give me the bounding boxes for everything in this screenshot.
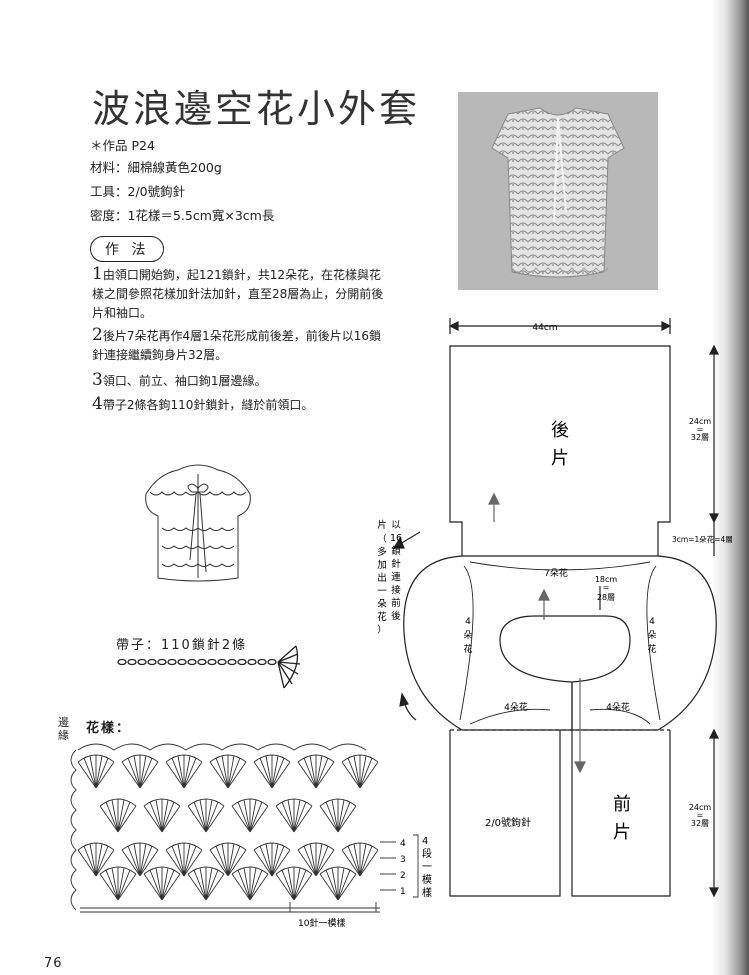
step-4: 4帶子2條各鉤110針鎖針，縫於前領口。 <box>92 395 392 415</box>
front-height-3: 32層 <box>691 819 709 828</box>
step-2: 2後片7朵花再作4層1朵花形成前後差，前後片以16鎖針連接繼續鉤身片32層。 <box>92 326 392 365</box>
sleeve-left-3: 花 <box>463 643 472 655</box>
svg-text:以: 以 <box>391 520 401 531</box>
rows-label-3: 一 <box>422 862 432 873</box>
svg-text:）: ） <box>377 624 387 636</box>
gauge-line: 密度：1花樣＝5.5cm寬×3cm長 <box>90 208 275 223</box>
side-note-column-b: （ 多 加 出 一 朵 花 ） <box>377 533 387 636</box>
sleeve-right-3: 花 <box>647 643 656 655</box>
front-label-1: 前 <box>613 794 631 815</box>
repeat-label: 10針一模樣 <box>298 917 345 929</box>
svg-text:連: 連 <box>391 571 401 583</box>
row-number-1: 1 <box>400 887 406 897</box>
rows-label-4: 模 <box>422 874 432 886</box>
cardigan-sketch <box>145 464 251 582</box>
row-number-3: 3 <box>400 855 406 865</box>
motif-label: 花樣： <box>86 721 132 736</box>
page-number: 76 <box>44 956 63 971</box>
svg-text:朵: 朵 <box>377 599 387 610</box>
sleeve-right-1: 4 <box>649 617 655 627</box>
chart-fans-row-4 <box>77 754 379 789</box>
strap-label: 帶子：110鎖針2條 <box>116 638 248 653</box>
front-height-2: = <box>697 811 704 820</box>
yoke-depth-2: = <box>603 583 610 592</box>
rows-label-2: 段 <box>422 847 432 860</box>
back-height-2: = <box>697 425 704 434</box>
product-photo <box>458 92 658 290</box>
hook-label: 2/0號鉤針 <box>485 816 531 829</box>
garment-schematic: 44cm 後 片 前 片 2/0號鉤針 24cm = 32層 24cm = 32… <box>377 318 733 898</box>
svg-text:（: （ <box>377 533 387 545</box>
yoke-depth-3: 28層 <box>597 593 615 602</box>
step-number: 1 <box>92 264 103 284</box>
step-number: 4 <box>92 394 103 414</box>
row-number-4: 4 <box>400 839 406 849</box>
back-label-2: 片 <box>551 448 569 469</box>
step-number: 3 <box>92 370 103 390</box>
front-height-1: 24cm <box>689 803 712 812</box>
row-number-2: 2 <box>400 871 406 881</box>
yoke-right-outline <box>572 555 717 731</box>
sleeve-left-2: 朵 <box>463 630 472 641</box>
front-body-left-outline <box>449 730 561 897</box>
yoke-center-label: 7朵花 <box>544 567 568 579</box>
work-reference: ＊作品 P24 <box>90 138 155 153</box>
step-1: 1由領口開始鉤，起121鎖針，共12朵花，在花樣與花樣之間參照花樣加針法加針，直… <box>92 265 392 323</box>
step-text: 領口、前立、袖口鉤1層邊緣。 <box>102 374 267 388</box>
svg-text:鎖: 鎖 <box>391 545 401 557</box>
chart-fans-row-3 <box>99 798 357 833</box>
sleeve-left-1: 4 <box>465 617 471 627</box>
back-label-1: 後 <box>551 420 569 441</box>
front-label-2: 片 <box>613 822 631 843</box>
svg-text:接: 接 <box>391 584 401 596</box>
svg-text:16: 16 <box>390 533 402 544</box>
cardigan-photo-image <box>458 92 658 290</box>
yoke-left-outline <box>403 555 631 731</box>
material-line: 材料：細棉線黃色200g <box>90 160 222 175</box>
front-left-flowers: 4朵花 <box>504 701 528 713</box>
row-arrows <box>289 834 419 913</box>
step-3: 3領口、前立、袖口鉤1層邊緣。 <box>92 371 392 391</box>
rows-label-1: 4 <box>422 836 428 847</box>
diff-label: 3cm=1朵花=4層 <box>672 534 733 544</box>
step-text: 帶子2條各鉤110針鎖針，縫於前領口。 <box>102 398 314 412</box>
step-text: 後片7朵花再作4層1朵花形成前後差，前後片以16鎖針連接繼續鉤身片32層。 <box>92 329 382 362</box>
step-number: 2 <box>92 325 103 345</box>
front-right-flowers: 4朵花 <box>606 701 630 713</box>
svg-text:片: 片 <box>377 519 387 531</box>
sleeve-right-2: 朵 <box>647 630 656 641</box>
step-text: 由領口開始鉤，起121鎖針，共12朵花，在花樣與花樣之間參照花樣加針法加針，直至… <box>92 268 384 320</box>
svg-text:針: 針 <box>391 558 401 570</box>
width-label: 44cm <box>532 323 557 333</box>
rows-label-5: 樣 <box>422 886 432 899</box>
tool-line: 工具：2/0號鉤針 <box>90 184 186 199</box>
motif-stitch-chart: 4 3 2 1 4 段 一 模 樣 10針一模樣 <box>70 743 432 929</box>
edge-label: 邊緣 <box>58 716 69 742</box>
yoke-depth-1: 18cm <box>595 575 618 584</box>
svg-text:出: 出 <box>377 572 387 584</box>
svg-text:加: 加 <box>377 560 387 571</box>
strap-chain-symbols <box>117 645 301 689</box>
page-spine-shadow <box>712 0 749 975</box>
page-title: 波浪邊空花小外套 <box>92 87 421 131</box>
back-height-3: 32層 <box>691 433 709 442</box>
svg-text:後: 後 <box>391 610 401 622</box>
side-note-column-a: 片 以 16 鎖 針 連 接 前 後 <box>377 519 402 622</box>
svg-text:花: 花 <box>377 611 387 623</box>
svg-text:一: 一 <box>377 586 387 597</box>
method-heading: 作 法 <box>90 236 165 262</box>
svg-text:前: 前 <box>391 597 401 609</box>
svg-text:多: 多 <box>377 546 387 558</box>
front-body-right-outline <box>571 682 671 897</box>
back-height-1: 24cm <box>689 417 712 426</box>
